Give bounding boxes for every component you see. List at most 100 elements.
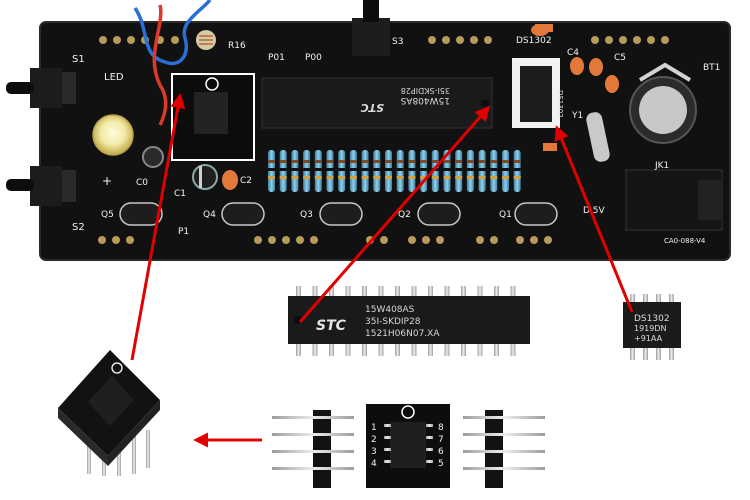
- label-y1: Y1: [571, 111, 583, 121]
- loose-rtc-line2: 1919DN: [634, 324, 667, 333]
- loose-rtc-line1: DS1302: [634, 314, 670, 324]
- resistor-band: [338, 168, 346, 171]
- resistor-band: [385, 176, 392, 179]
- loose-mcu-line3: 1521H06N07.XA: [365, 329, 440, 339]
- label-p1: P1: [178, 227, 189, 237]
- resistor-band: [268, 168, 275, 171]
- dc-jack: [625, 169, 723, 231]
- label-c5: C5: [614, 53, 626, 63]
- resistor-band: [326, 176, 334, 179]
- arrow-rtc-to-board: [554, 125, 634, 313]
- label-s3: S3: [392, 37, 403, 47]
- chip-pin: [494, 342, 499, 356]
- loose-mcu-chip: STC 15W408AS 35I-SKDIP28 1521H06N07.XA: [288, 286, 530, 356]
- arrow-mcu-to-board: [298, 105, 490, 323]
- loose-mcu-line2: 35I-SKDIP28: [365, 317, 421, 327]
- resistor-band: [502, 168, 509, 171]
- label-q2: Q2: [398, 210, 411, 220]
- adapter-assembled: [58, 350, 160, 476]
- adapter-pin-7: 7: [438, 435, 444, 445]
- resistor-band: [466, 160, 474, 163]
- board-rtc-socket: DS1302: [512, 58, 564, 128]
- resistor-band: [478, 168, 486, 171]
- adapter-pin-3: 3: [371, 447, 377, 457]
- resistor-band: [349, 176, 357, 179]
- loose-mcu-brand: STC: [316, 318, 347, 334]
- header-strip-right: [463, 410, 545, 488]
- resistor-band: [502, 176, 509, 179]
- resistor-band: [513, 168, 521, 171]
- chip-pin: [510, 342, 516, 356]
- chip-pin: [411, 342, 417, 356]
- board-mcu-chip: STC 15W408AS 35I-SKDIP28: [261, 77, 493, 129]
- resistor-band: [291, 168, 299, 171]
- chip-pin: [378, 342, 384, 356]
- label-jk1: JK1: [654, 161, 669, 171]
- resistor-band: [268, 160, 275, 163]
- loose-rtc-chip: DS1302 1919DN +91AA: [623, 294, 681, 360]
- resistor-band: [338, 176, 346, 179]
- board-rtc-text: DS1302: [556, 90, 564, 118]
- label-d-5v: D 5V: [583, 206, 606, 216]
- resistor-band: [502, 160, 509, 163]
- capacitor-c1: [192, 164, 218, 190]
- resistor-array: [268, 150, 521, 192]
- label-led: LED: [104, 72, 124, 83]
- resistor-band: [490, 160, 498, 163]
- push-button-s2: [6, 166, 76, 206]
- chip-pin: [428, 286, 433, 298]
- resistor-band: [303, 176, 311, 179]
- photoresistor: [196, 30, 216, 50]
- chip-pin: [296, 286, 301, 298]
- chip-pin: [477, 342, 483, 356]
- transistors: [119, 202, 558, 226]
- chip-pin: [461, 286, 466, 298]
- label-plus-left: +: [102, 174, 112, 188]
- adapter-pin-1: 1: [371, 423, 377, 433]
- adapter-pin-6: 6: [438, 447, 444, 457]
- chip-pin: [494, 286, 499, 298]
- label-q4: Q4: [203, 210, 216, 220]
- label-c1: C1: [174, 189, 186, 199]
- chip-pin: [378, 286, 384, 298]
- chip-pin: [329, 286, 334, 298]
- resistor-band: [466, 176, 474, 179]
- resistor-band: [513, 176, 521, 179]
- resistor-band: [443, 160, 451, 163]
- crystal-y1: [586, 112, 610, 162]
- label-board-id: CA0-088-V4: [664, 237, 706, 245]
- resistor-band: [455, 176, 463, 179]
- loose-rtc-line3: +91AA: [634, 334, 663, 343]
- resistor-band: [408, 160, 416, 163]
- resistor-band: [303, 168, 311, 171]
- push-button-s1: [6, 68, 76, 108]
- resistor-band: [478, 176, 486, 179]
- bottom-header-holes: [98, 236, 552, 244]
- resistor-band: [326, 168, 334, 171]
- label-q5: Q5: [101, 210, 114, 220]
- resistor-band: [513, 160, 521, 163]
- wires: [133, 0, 212, 126]
- chip-pin: [428, 342, 433, 356]
- coin-cell-holder: [629, 62, 697, 144]
- resistor-band: [490, 176, 498, 179]
- chip-pin: [345, 286, 351, 298]
- resistor-band: [420, 176, 428, 179]
- resistor-band: [478, 160, 486, 163]
- board-mcu-brand: STC: [361, 101, 385, 114]
- resistor-band: [314, 168, 322, 171]
- label-q3: Q3: [300, 210, 313, 220]
- push-button-s3: [352, 0, 390, 56]
- label-q1: Q1: [499, 210, 512, 220]
- chip-pin: [362, 286, 367, 298]
- resistor-band: [361, 176, 369, 179]
- arrow-adapter-to-board: [130, 93, 186, 361]
- resistor-band: [349, 168, 357, 171]
- label-c2: C2: [240, 176, 252, 186]
- loose-mcu-line1: 15W408AS: [365, 305, 415, 315]
- label-c0: C0: [136, 178, 148, 188]
- resistor-band: [361, 160, 369, 163]
- resistor-band: [396, 176, 404, 179]
- resistor-band: [396, 168, 404, 171]
